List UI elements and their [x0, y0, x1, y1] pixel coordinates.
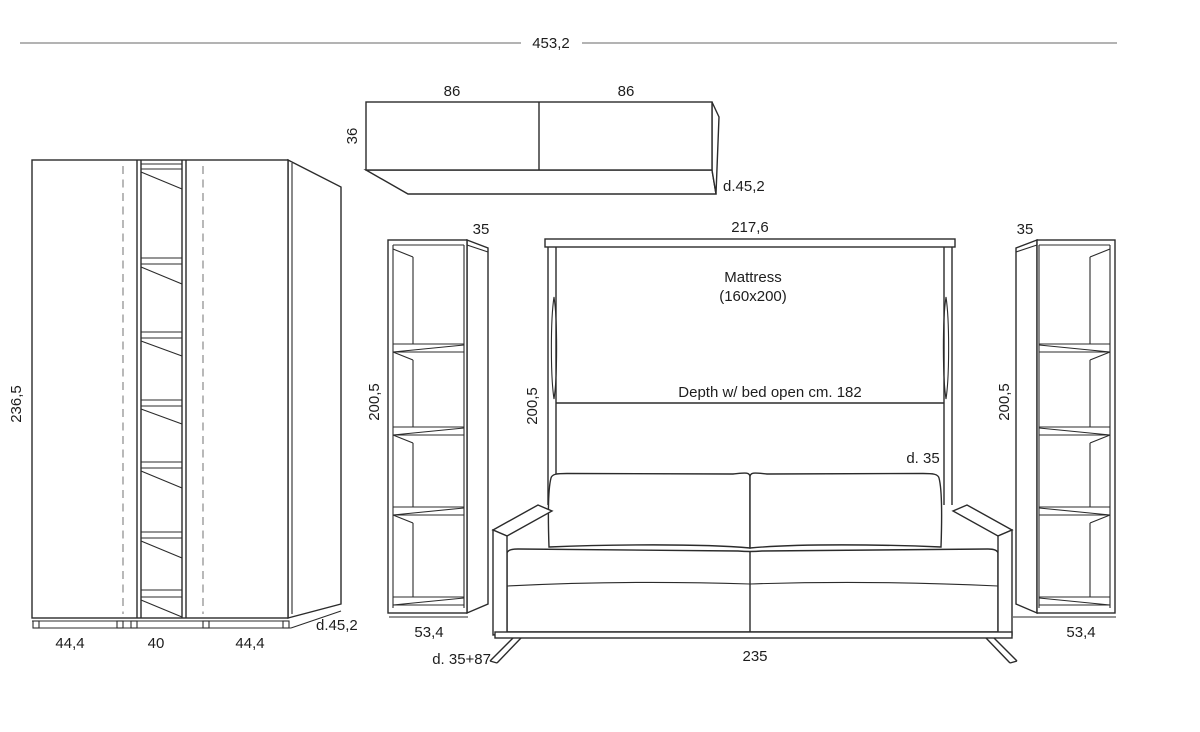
shelf-left-depth-label: 35: [473, 221, 490, 238]
sofa-armrest-right-front: [997, 528, 1013, 636]
sofa-drawing: 235 d. 35+87: [432, 472, 1018, 668]
shelf-left-width-label: 53,4: [414, 624, 443, 641]
top-cabinet-bottom-face: [363, 169, 717, 195]
shelf-left-details: [389, 244, 489, 618]
sofa-back-cushion-left: [547, 472, 751, 549]
bed-handle-right: [942, 296, 950, 400]
sofa-seat-front-edge-right: [749, 581, 999, 587]
top-cabinet-drawing: 86 86 36 d.45,2: [344, 83, 765, 195]
shelf-right-side-face: [1015, 238, 1038, 615]
shelf-left-side-face: [466, 238, 489, 615]
sofa-seat-front-edge-left: [506, 581, 751, 587]
sofa-armrest-right-top: [951, 504, 1014, 537]
bed-width-label: 217,6: [731, 219, 769, 236]
top-cabinet-side-face: [711, 101, 720, 195]
shelf-unit-left-drawing: 35 200,5 53,4: [366, 221, 489, 641]
wardrobe-center-width-label: 40: [148, 635, 165, 652]
mattress-label-line1: Mattress: [724, 269, 782, 286]
sofa-back-cushion-right: [749, 472, 943, 549]
top-cabinet-door-left-label: 86: [444, 83, 461, 100]
wardrobe-right-width-label: 44,4: [235, 635, 264, 652]
wardrobe-left-width-label: 44,4: [55, 635, 84, 652]
bed-height-label: 200,5: [524, 387, 541, 425]
sofa-armrest-left-front: [492, 528, 508, 636]
overall-width-dimension: 453,2: [20, 35, 1117, 52]
wardrobe-feet: [32, 610, 342, 629]
bed-open-depth-note: Depth w/ bed open cm. 182: [678, 384, 861, 401]
wardrobe-depth-label: d.45,2: [316, 617, 358, 634]
wardrobe-drawing: 236,5 44,4 40 44,4 d.45,2: [8, 158, 358, 652]
shelf-right-width-label: 53,4: [1066, 624, 1095, 641]
wardrobe-front: [31, 159, 289, 619]
shelf-right-height-label: 200,5: [996, 383, 1013, 421]
shelf-unit-right-drawing: 35 200,5 53,4: [996, 221, 1116, 641]
overall-width-label: 453,2: [532, 35, 570, 52]
wall-bed-drawing: 217,6 200,5 Mattress (160x200) Depth w/ …: [524, 219, 956, 505]
top-cabinet-depth-label: d.45,2: [723, 178, 765, 195]
bed-closed-depth-label: d. 35: [906, 450, 939, 467]
bed-top-band: [544, 238, 956, 248]
top-cabinet-height-label: 36: [344, 128, 361, 145]
bed-handle-left: [550, 296, 558, 400]
wardrobe-height-label: 236,5: [8, 385, 25, 423]
sofa-seat: [506, 548, 999, 633]
shelf-right-details: [1013, 244, 1116, 618]
sofa-legs: [489, 637, 1018, 664]
sofa-width-label: 235: [742, 648, 767, 665]
top-cabinet-door-right-label: 86: [618, 83, 635, 100]
sofa-base-rail: [494, 631, 1013, 639]
sofa-depth-note: d. 35+87: [432, 651, 491, 668]
shelf-left-height-label: 200,5: [366, 383, 383, 421]
wardrobe-shelves: [140, 163, 183, 618]
shelf-right-depth-label: 35: [1017, 221, 1034, 238]
mattress-label-line2: (160x200): [719, 288, 787, 305]
wardrobe-side-face: [287, 158, 342, 619]
sofa-armrest-left-top: [491, 504, 554, 537]
